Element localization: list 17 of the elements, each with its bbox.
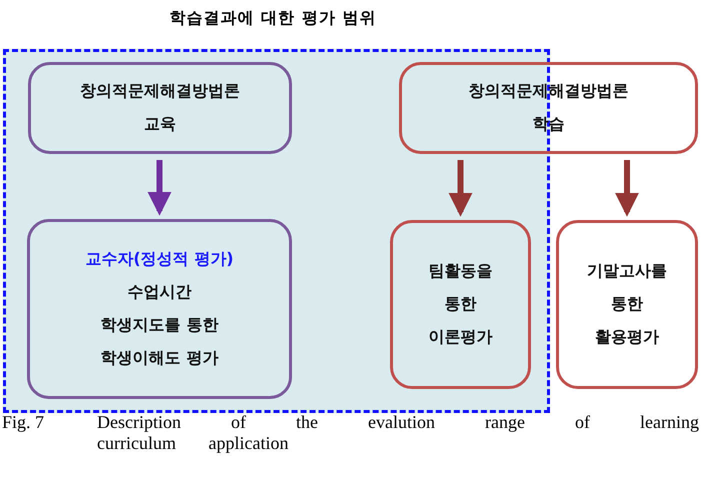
arrow	[148, 160, 172, 216]
region-heading: 학습결과에 대한 평가 범위	[168, 8, 378, 29]
rounded-box	[556, 220, 698, 389]
box-text: 팀활동을 통한 이론평가	[428, 260, 494, 348]
rounded-box	[28, 62, 292, 154]
box-text: 창의적문제해결방법론 교육	[79, 80, 241, 135]
caption-text: Description of the evalution range of learning curriculum application	[97, 412, 699, 454]
figure-number: Fig. 7	[2, 412, 46, 434]
arrow	[615, 160, 639, 217]
rounded-box	[399, 62, 698, 154]
arrow	[448, 160, 472, 217]
box-text: 기말고사를 통한 활용평가	[587, 260, 667, 348]
rounded-box	[390, 220, 531, 389]
box-text: 창의적문제해결방법론 학습	[468, 80, 630, 135]
box-text: 수업시간 학생지도를 통한 학생이해도 평가	[100, 281, 220, 369]
rounded-box	[27, 219, 292, 399]
box-heading: 교수자(정성적 평가)	[85, 248, 234, 270]
